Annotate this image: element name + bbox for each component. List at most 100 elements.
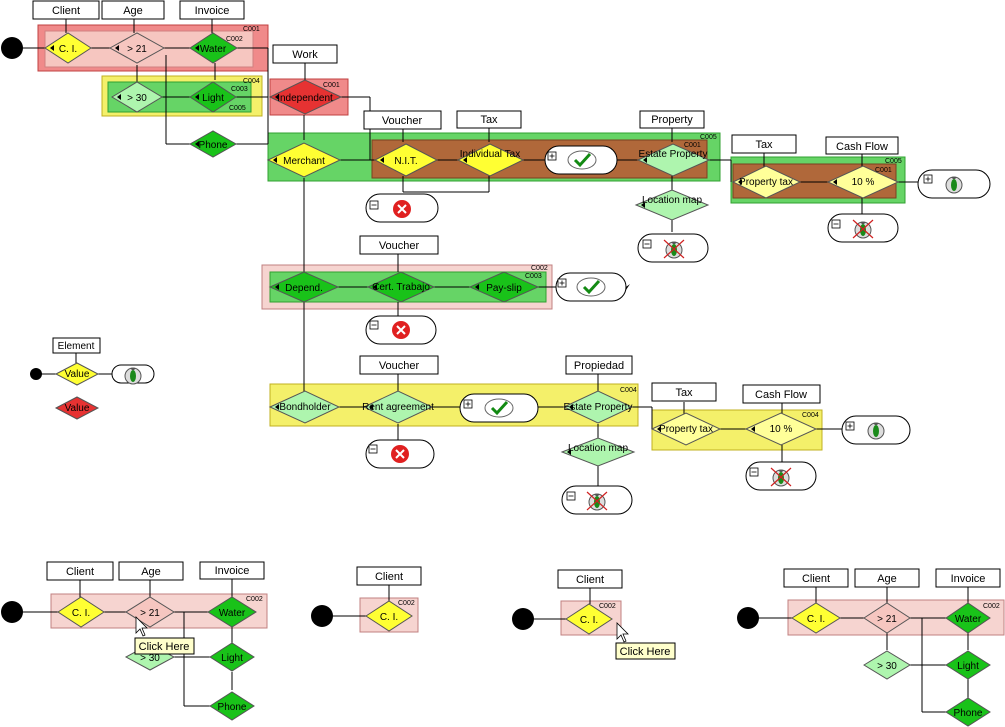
header-client[interactable]: [783, 568, 849, 588]
node-ci[interactable]: [365, 600, 413, 632]
code-label: C002: [246, 596, 263, 603]
node-location-map[interactable]: [634, 189, 710, 221]
node-label: C. I.: [59, 44, 77, 55]
header-voucher[interactable]: [359, 355, 439, 375]
node-label: > 21: [127, 44, 147, 55]
node-label: Property tax: [739, 177, 793, 188]
node-rent-agreement[interactable]: [362, 390, 434, 424]
node-label: > 30: [140, 653, 160, 664]
node-estate-property[interactable]: [562, 390, 634, 424]
money-bag-crossed-icon: [587, 492, 607, 510]
reject-icon: [392, 199, 412, 219]
start-node[interactable]: [512, 608, 534, 630]
node-water[interactable]: [945, 602, 991, 634]
start-node[interactable]: [311, 605, 333, 627]
header-invoice[interactable]: [935, 568, 1001, 588]
node-estate-property[interactable]: [636, 143, 711, 177]
node-phone[interactable]: [209, 691, 255, 721]
header-client[interactable]: [32, 0, 100, 20]
header-label: Client: [66, 566, 94, 578]
node-label: Independent: [277, 93, 333, 104]
header-invoice[interactable]: [199, 561, 265, 580]
legend-start-node: [30, 368, 42, 380]
node-property-tax[interactable]: [731, 165, 802, 199]
node-water[interactable]: [189, 32, 238, 64]
node-label: Light: [221, 653, 243, 664]
money-bag-crossed-icon: [853, 220, 873, 238]
header-tax[interactable]: [731, 134, 797, 154]
start-node[interactable]: [1, 37, 23, 59]
node-label: C. I.: [380, 612, 398, 623]
node-age-gt21[interactable]: [108, 32, 166, 64]
toggle-glyphs: [370, 153, 931, 497]
header-client[interactable]: [356, 566, 422, 586]
node-label: Location map: [642, 195, 702, 206]
node-label: Merchant: [283, 156, 325, 167]
header-label: Invoice: [215, 565, 250, 577]
header-work[interactable]: [272, 44, 338, 64]
header-age[interactable]: [854, 568, 920, 588]
node-age-gt30[interactable]: [111, 81, 163, 113]
node-light[interactable]: [945, 650, 991, 680]
node-ci[interactable]: [565, 603, 613, 635]
node-merchant[interactable]: [266, 142, 342, 178]
code-label: C001: [684, 142, 701, 149]
node-nit[interactable]: [373, 143, 439, 177]
money-bag-crossed-icon: [771, 468, 791, 486]
tooltip[interactable]: [134, 637, 195, 655]
start-node[interactable]: [737, 607, 759, 629]
node-age-gt30[interactable]: [863, 650, 911, 680]
tooltip[interactable]: [615, 642, 676, 660]
node-age-gt21[interactable]: [863, 602, 911, 634]
check-icon: [483, 397, 515, 419]
header-voucher[interactable]: [359, 235, 439, 255]
header-client[interactable]: [46, 561, 114, 581]
header-tax[interactable]: [456, 110, 522, 129]
node-label: N.I.T.: [394, 156, 417, 167]
header-cash-flow[interactable]: [825, 136, 899, 155]
header-cash-flow[interactable]: [742, 384, 821, 404]
node-phone[interactable]: [188, 130, 238, 158]
header-property[interactable]: [639, 110, 705, 129]
node-ci[interactable]: [44, 32, 92, 64]
header-label: Age: [141, 566, 161, 578]
node-payslip[interactable]: [468, 271, 540, 303]
node-independent[interactable]: [268, 79, 343, 115]
header-client[interactable]: [557, 569, 623, 589]
header-voucher[interactable]: [363, 110, 442, 130]
bottom-diagram-1: C002 Client Age Invoice C. I. > 21 Water…: [1, 561, 268, 721]
code-label: C002: [983, 603, 1000, 610]
node-location-map[interactable]: [560, 437, 636, 467]
code-label: C003: [231, 86, 248, 93]
code-label: C005: [229, 105, 246, 112]
mouse-pointer-icon: [135, 616, 148, 637]
node-cert-trabajo[interactable]: [366, 271, 436, 303]
header-label: Tax: [755, 139, 773, 151]
node-label: Location map: [568, 443, 628, 454]
node-light[interactable]: [189, 81, 237, 113]
node-individual-tax[interactable]: [456, 143, 525, 177]
header-age[interactable]: [101, 0, 165, 20]
money-bag-icon: [945, 176, 963, 194]
node-ci[interactable]: [57, 596, 105, 628]
node-depend[interactable]: [268, 271, 340, 303]
start-node[interactable]: [1, 601, 23, 623]
code-label: C002: [531, 265, 548, 272]
node-bondholder[interactable]: [268, 390, 341, 424]
node-ten-percent[interactable]: [744, 412, 818, 446]
header-invoice[interactable]: [179, 0, 245, 20]
node-ten-percent[interactable]: [826, 165, 900, 199]
header-tax[interactable]: [651, 382, 717, 402]
node-label: Phone: [954, 708, 983, 719]
legend-value-node[interactable]: [54, 362, 100, 386]
node-phone[interactable]: [945, 697, 991, 727]
header-propiedad[interactable]: [565, 355, 633, 375]
node-property-tax[interactable]: [650, 412, 722, 446]
node-label: Property tax: [659, 424, 713, 435]
legend-value-node[interactable]: [54, 396, 100, 420]
node-light[interactable]: [209, 642, 255, 672]
node-ci[interactable]: [791, 602, 841, 634]
header-age[interactable]: [118, 561, 184, 581]
node-water[interactable]: [207, 596, 257, 628]
node-label: Phone: [199, 140, 228, 151]
